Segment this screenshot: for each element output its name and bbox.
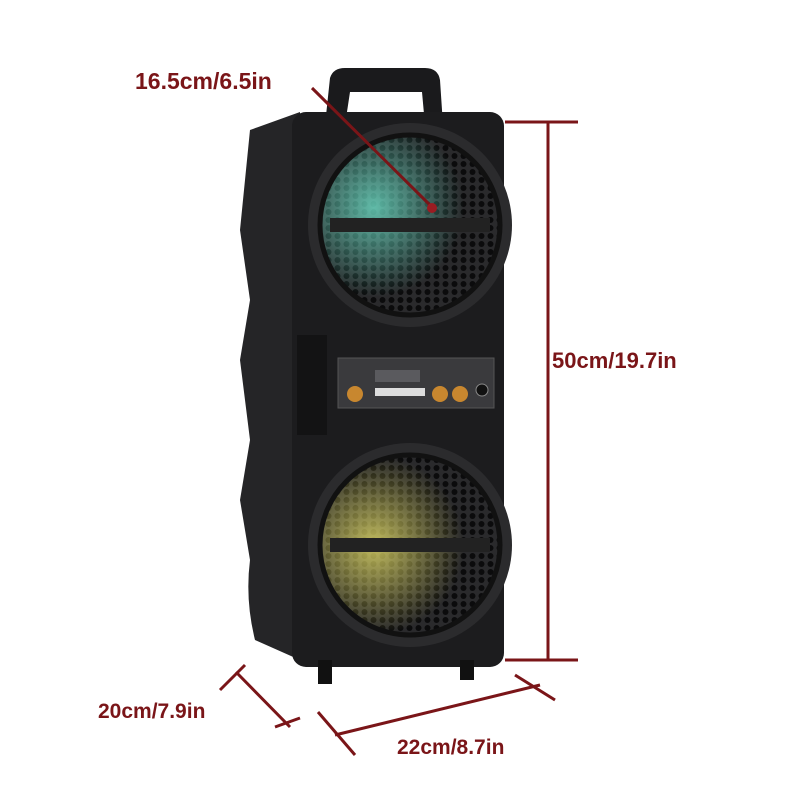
top-speaker-grille [308, 123, 512, 327]
handle [325, 68, 443, 125]
width-label: 22cm/8.7in [397, 736, 505, 759]
bottom-speaker-grille [308, 443, 512, 647]
speaker-side [240, 112, 300, 660]
depth-label: 20cm/7.9in [98, 700, 206, 723]
top-width-label: 16.5cm/6.5in [135, 68, 272, 94]
control-panel [337, 357, 495, 409]
height-label: 50cm/19.7in [552, 348, 677, 373]
dimension-lines [218, 86, 578, 756]
